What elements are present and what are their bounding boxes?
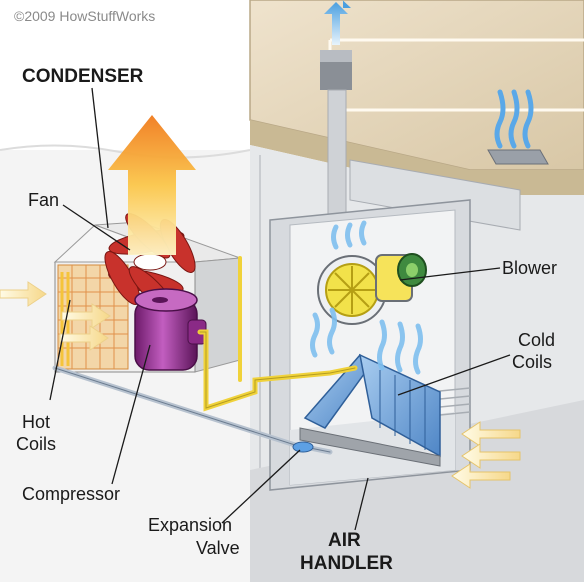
cold-coils xyxy=(299,353,441,467)
hot-air-arrow xyxy=(108,115,196,255)
blower xyxy=(317,253,427,325)
air-handler-label-line2: HANDLER xyxy=(300,553,393,574)
expansion-valve-label-line2: Valve xyxy=(196,538,240,558)
fan-label: Fan xyxy=(28,190,60,210)
hot-coils-label-line1: Hot xyxy=(22,412,51,432)
compressor-label: Compressor xyxy=(22,484,121,504)
cold-coils-label-line1: Cold xyxy=(518,330,556,350)
condenser-label: CONDENSER xyxy=(22,66,144,87)
copyright-notice: ©2009 HowStuffWorks xyxy=(14,8,156,24)
expansion-valve xyxy=(292,441,314,453)
hot-coils-label-line2: Coils xyxy=(16,434,57,454)
blower-label: Blower xyxy=(502,258,558,278)
cold-coils-label-line2: Coils xyxy=(512,352,553,372)
air-handler-label-line1: AIR xyxy=(328,530,361,551)
expansion-valve-label-line1: Expansion xyxy=(148,515,233,535)
compressor xyxy=(134,288,207,371)
leader-lines xyxy=(49,87,511,531)
